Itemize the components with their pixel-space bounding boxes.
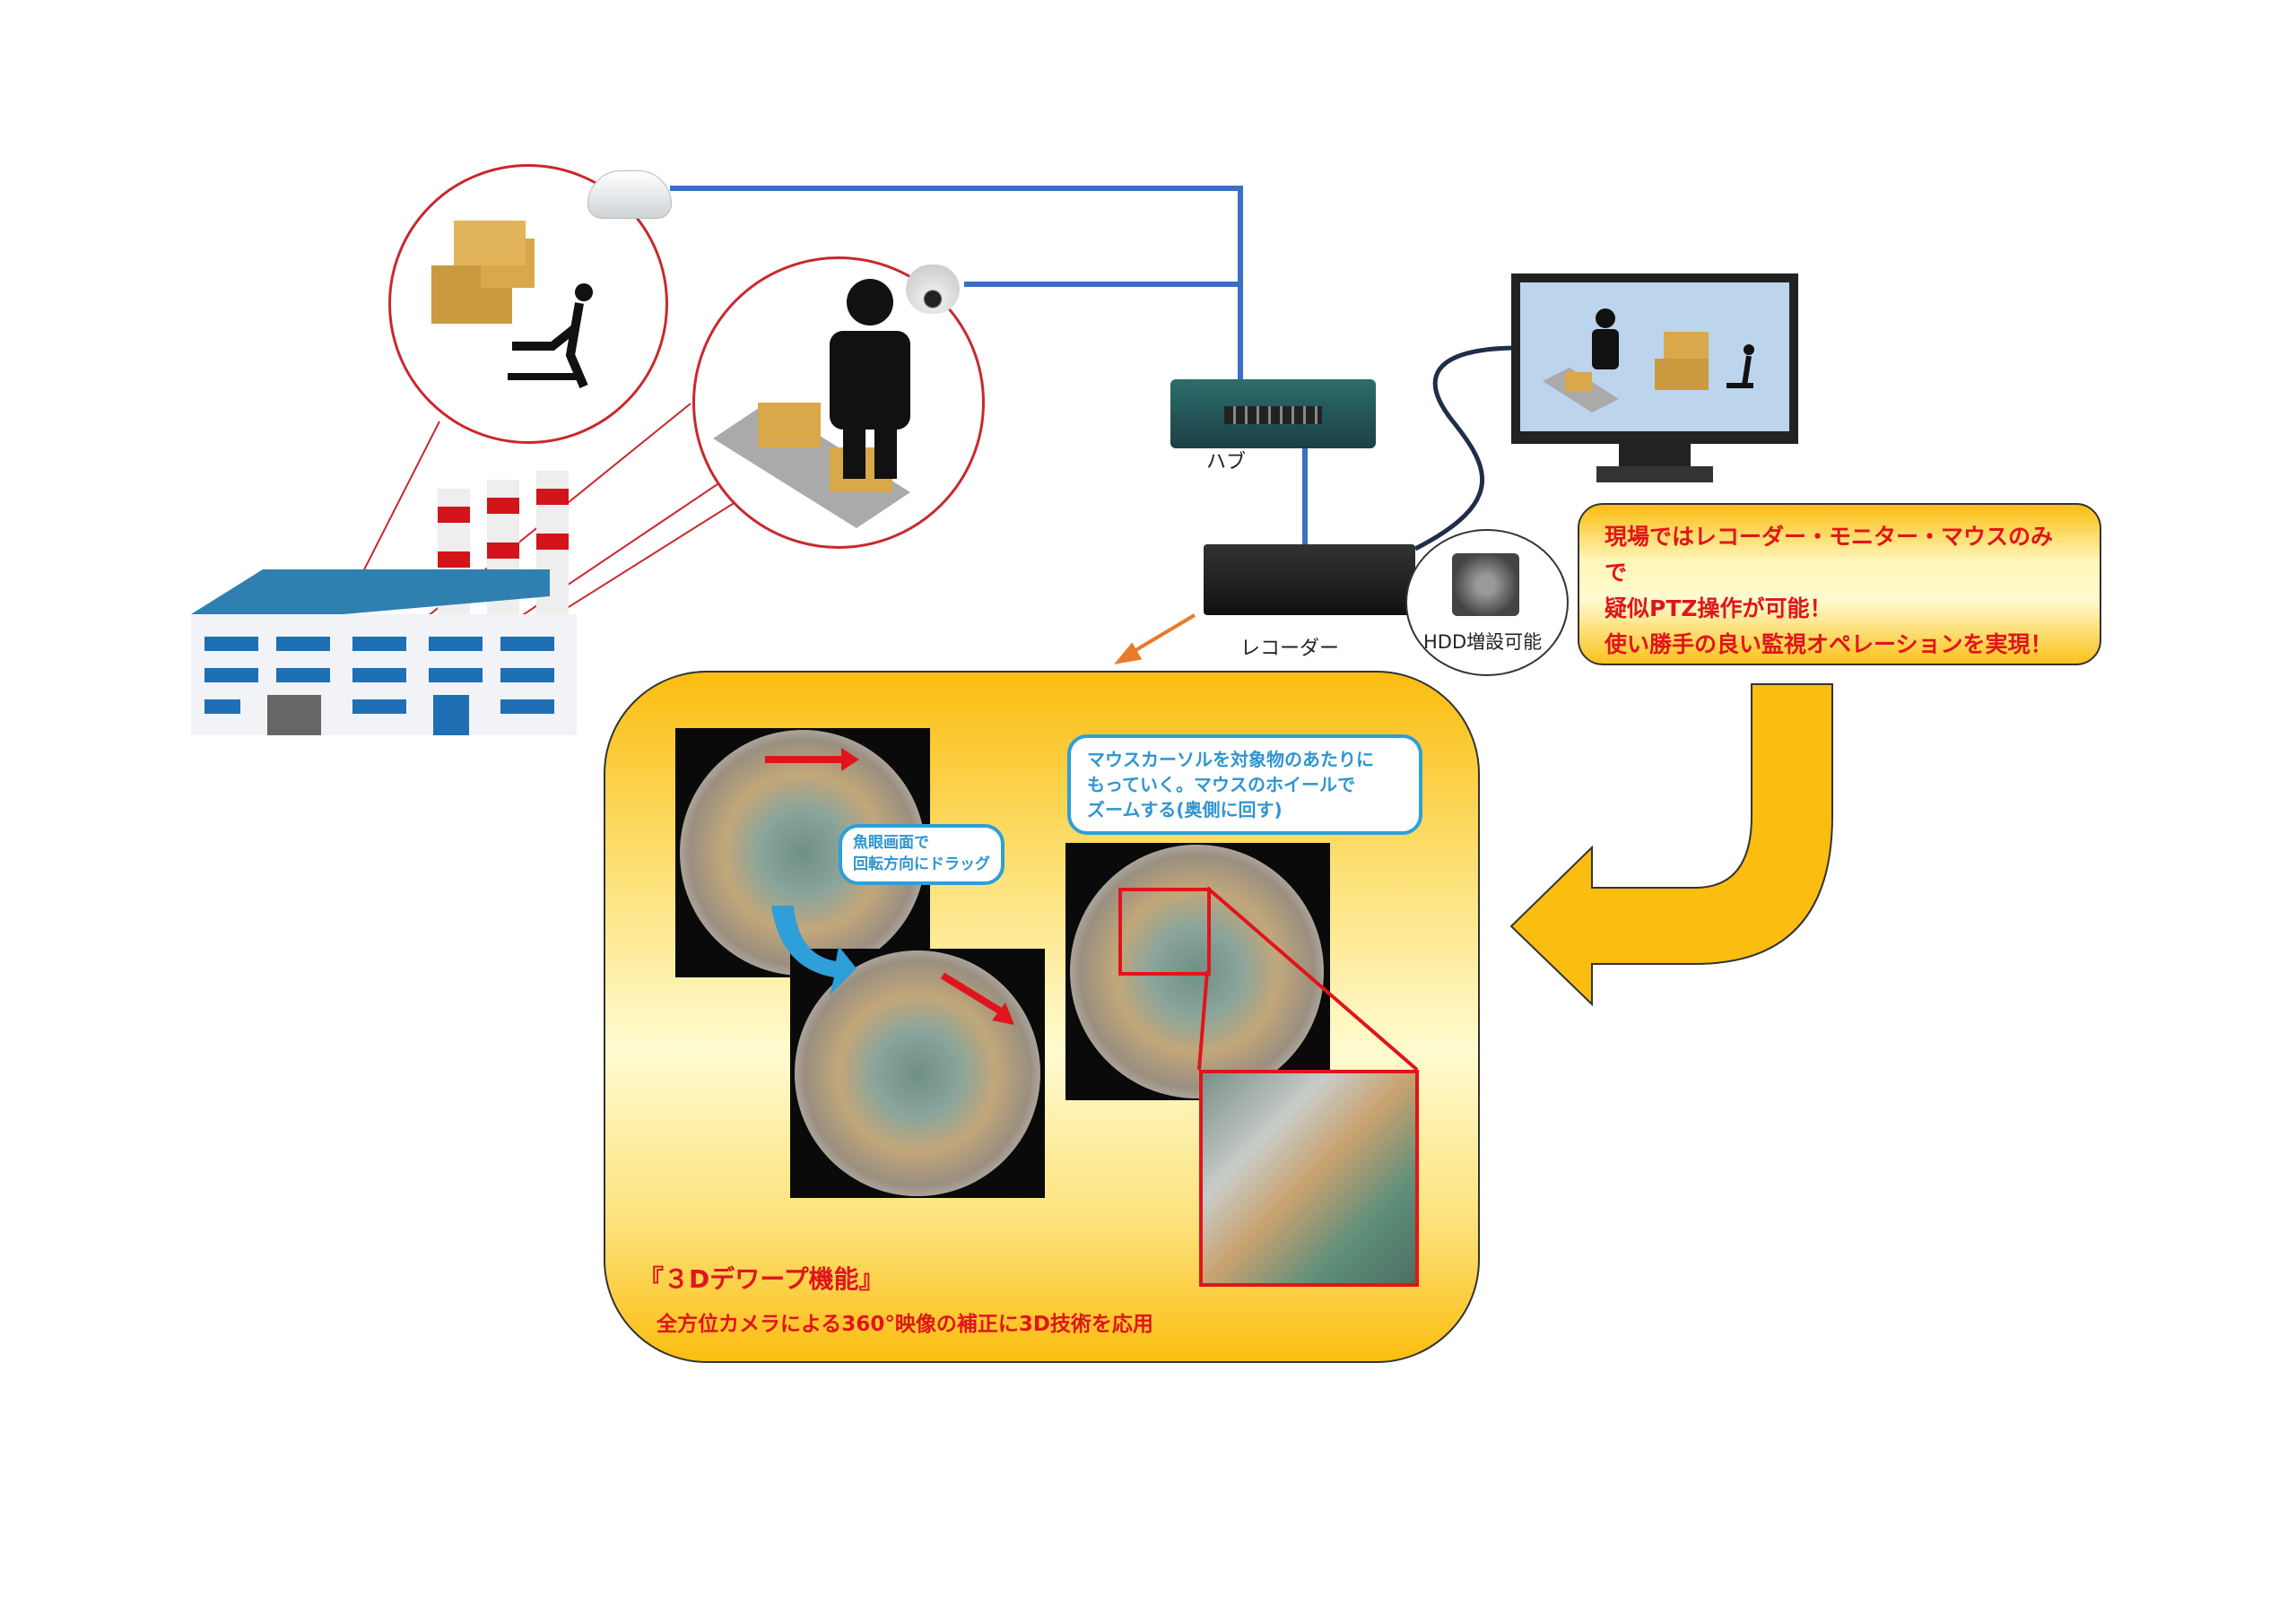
feature-subtitle: 全方位カメラによる360°映像の補正に3D技術を応用 xyxy=(657,1313,1153,1336)
feature-title: 『３Dデワープ機能』 xyxy=(639,1264,884,1294)
dewarped-zoom-view xyxy=(1199,1070,1419,1287)
recorder-label: レコーダー xyxy=(1240,638,1340,660)
monitor-base xyxy=(1596,466,1713,482)
info-box: 現場ではレコーダー・モニター・マウスのみで 疑似PTZ操作が可能！ 使い勝手の良… xyxy=(1578,503,2101,665)
fisheye-view-2 xyxy=(790,949,1045,1198)
zoom-selection-rect xyxy=(1118,888,1211,976)
monitor-screen-illustration xyxy=(1543,308,1754,412)
drag-callout: 魚眼画面で 回転方向にドラッグ xyxy=(839,824,1004,885)
network-hub xyxy=(1170,379,1376,448)
hdd-icon xyxy=(1452,553,1519,616)
zoom-callout: マウスカーソルを対象物のあたりに もっていく。マウスのホイールで ズームする(奥… xyxy=(1067,734,1422,835)
info-line: 疑似PTZ操作が可能！ xyxy=(1605,595,1832,621)
orange-arrow xyxy=(1113,613,1196,664)
network-cable-camera1 xyxy=(670,186,1243,386)
callout-line: もっていく。マウスのホイールで xyxy=(1087,774,1355,795)
return-arrow xyxy=(1509,683,1833,1007)
dome-camera-1 xyxy=(587,170,672,219)
hub-label: ハブ xyxy=(1206,451,1247,473)
recorder-device xyxy=(1204,544,1415,615)
info-line: 現場ではレコーダー・モニター・マウスのみで xyxy=(1605,524,2054,586)
monitor-stand xyxy=(1619,444,1691,466)
hdd-label: HDD増設可能 xyxy=(1423,631,1543,653)
fisheye-view-3 xyxy=(1065,843,1330,1100)
monitor-cable xyxy=(1413,345,1513,551)
worker-and-conveyor-icon xyxy=(713,279,910,528)
rotate-arrow-icon xyxy=(771,906,857,995)
monitor xyxy=(1511,273,1798,444)
callout-line: ズームする(奥側に回す) xyxy=(1087,799,1283,820)
callout-line: マウスカーソルを対象物のあたりに xyxy=(1087,749,1374,770)
boxes-and-cart-icon xyxy=(431,221,593,388)
dome-camera-2 xyxy=(906,265,960,314)
factory-illustration xyxy=(191,471,586,735)
callout-line: 回転方向にドラッグ xyxy=(853,855,990,873)
info-line: 使い勝手の良い監視オペレーションを実現！ xyxy=(1605,631,2053,657)
callout-line: 魚眼画面で xyxy=(853,834,929,852)
hdd-expansion-circle: HDD増設可能 xyxy=(1405,529,1569,676)
